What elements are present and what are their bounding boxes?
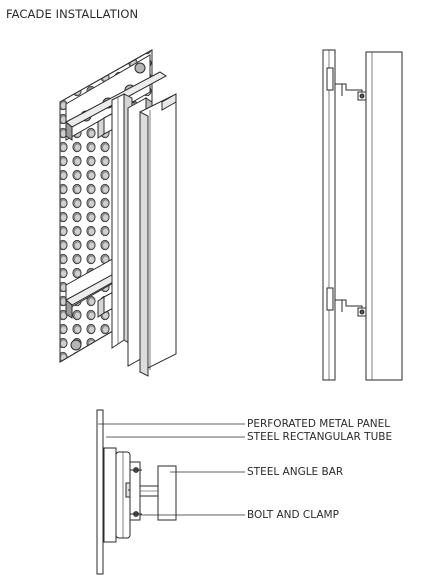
leader-lines xyxy=(98,423,245,516)
lower-bracket-side xyxy=(335,299,367,317)
steel-member-side xyxy=(365,51,403,381)
upper-bracket-side xyxy=(335,83,367,101)
drawing-title: FACADE INSTALLATION xyxy=(6,7,139,21)
label-steel-angle-bar: STEEL ANGLE BAR xyxy=(247,466,344,478)
section-detail xyxy=(96,409,245,575)
label-bolt-and-clamp: BOLT AND CLAMP xyxy=(247,509,339,521)
rectangular-tube-isometric xyxy=(111,93,133,349)
perforated-panel-section xyxy=(96,409,104,575)
side-elevation-view xyxy=(322,49,403,381)
label-steel-rectangular-tube: STEEL RECTANGULAR TUBE xyxy=(247,431,393,443)
steel-angle-isometric xyxy=(127,93,177,377)
label-perforated-metal-panel: PERFORATED METAL PANEL xyxy=(247,418,391,430)
rectangular-tube-section xyxy=(103,447,117,543)
steel-angle-section xyxy=(129,461,177,521)
isometric-view xyxy=(59,49,177,377)
